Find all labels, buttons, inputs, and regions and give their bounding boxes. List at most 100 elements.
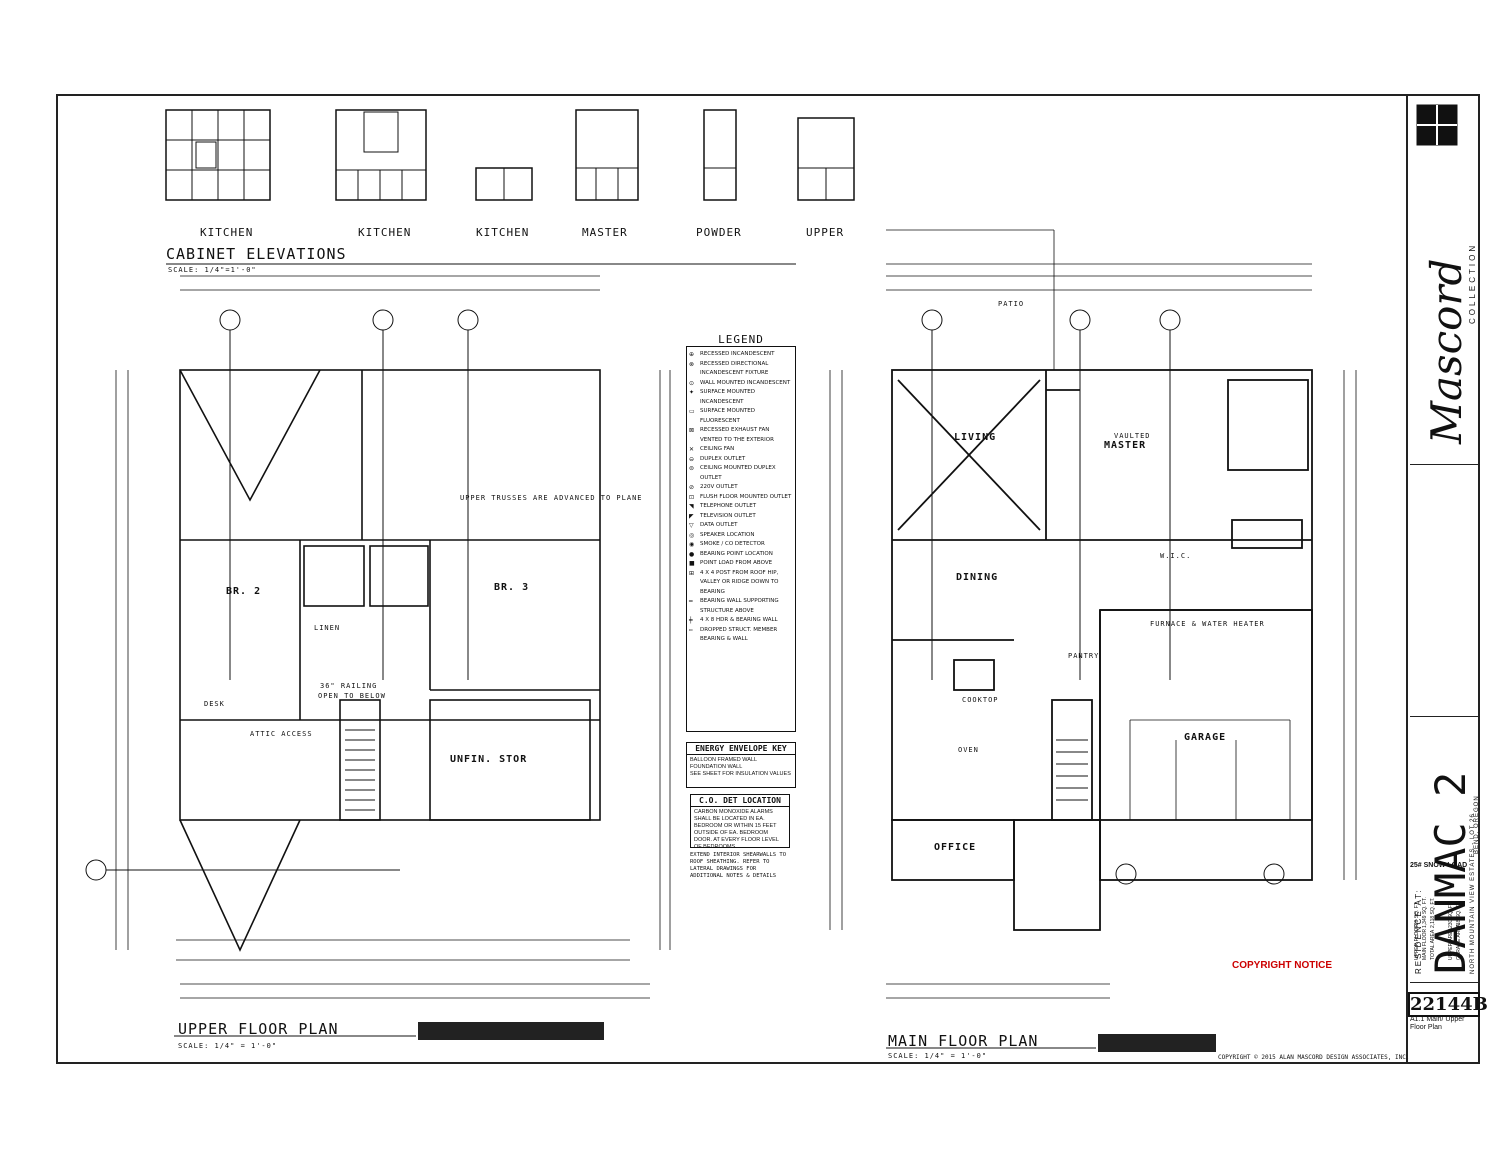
main-note-furnace: FURNACE & WATER HEATER xyxy=(1150,620,1265,628)
legend-title: LEGEND xyxy=(718,333,764,346)
cabinet-label-powder: POWDER xyxy=(696,226,742,239)
cabinet-label-kitchen-2: KITCHEN xyxy=(358,226,412,239)
main-grid-markers xyxy=(921,309,1285,885)
legend-item: ■POINT LOAD FROM ABOVE xyxy=(689,560,773,567)
upper-floor-outline xyxy=(179,369,601,952)
upper-room-br3: BR. 3 xyxy=(494,582,530,593)
area-value-garage: 418 SQ. FT. xyxy=(1456,901,1462,928)
legend-item: ◥TELEPHONE OUTLET xyxy=(689,503,757,510)
telephone-icon: ◥ xyxy=(689,503,694,510)
legend-item: ●BEARING POINT LOCATION xyxy=(689,550,773,558)
sheet-id: A1.1 Main/ Upper Floor Plan xyxy=(1410,1016,1465,1031)
shearwall-note: EXTEND INTERIOR SHEARWALLS TO ROOF SHEAT… xyxy=(690,852,787,879)
area-value-main: 1,349 SQ. FT. xyxy=(1422,897,1428,928)
upper-room-br2: BR. 2 xyxy=(226,586,262,597)
legend-item: ╪4 X 8 HDR & BEARING WALL xyxy=(689,617,778,624)
bearing-wall-icon: ═ xyxy=(689,598,693,605)
cabinet-elevation-5 xyxy=(703,109,737,201)
title-block-area-section xyxy=(1410,902,1480,983)
snow-load: 25# SNOW LOAD xyxy=(1410,862,1468,869)
legend-item: ⊕RECESSED INCANDESCENT xyxy=(689,351,775,358)
legend-item: ▽DATA OUTLET xyxy=(689,522,738,529)
legend-item: ⊠RECESSED EXHAUST FAN VENTED TO THE EXTE… xyxy=(689,427,774,443)
cabinet-elevation-4 xyxy=(575,109,639,201)
upper-note-linen: LINEN xyxy=(314,624,341,632)
directional-light-icon: ⊗ xyxy=(689,360,695,368)
fluorescent-icon: ▭ xyxy=(689,408,695,415)
main-dimension-lines xyxy=(829,229,1357,999)
legend-item: ✦SURFACE MOUNTED INCANDESCENT xyxy=(689,389,756,405)
legend-item: ⊡FLUSH FLOOR MOUNTED OUTLET xyxy=(689,493,792,501)
legend-item: ═BEARING WALL SUPPORTING STRUCTURE ABOVE xyxy=(689,598,779,614)
upper-plan-note-plate xyxy=(418,1022,604,1040)
area-value-upper-area: 230 SQ. FT. xyxy=(1448,901,1454,928)
bearing-point-icon: ● xyxy=(689,550,695,558)
legend-item: ▭SURFACE MOUNTED FLUORESCENT xyxy=(689,408,756,424)
co-title: C.O. DET LOCATION xyxy=(691,795,789,807)
floor-outlet-icon: ⊡ xyxy=(689,493,695,501)
area-value-total: 2,118 SQ. FT. xyxy=(1430,897,1436,928)
main-room-dining: DINING xyxy=(956,572,999,583)
area-value-upper: 769 SQ. FT. xyxy=(1414,901,1420,928)
legend-item: ⊖DUPLEX OUTLET xyxy=(689,455,746,463)
garage-structure xyxy=(1129,719,1291,821)
dropped-member-icon: ┅ xyxy=(689,626,693,634)
cabinet-elevation-2 xyxy=(335,109,427,201)
main-note-vaulted: VAULTED xyxy=(1114,432,1151,440)
main-room-office: OFFICE xyxy=(934,842,977,853)
220v-outlet-icon: ⊘ xyxy=(689,484,695,491)
title-block-logo-section xyxy=(1410,94,1480,465)
main-floor-plan-scale: SCALE: 1/4" = 1'-0" xyxy=(888,1052,988,1060)
duplex-outlet-icon: ⊖ xyxy=(689,455,695,463)
upper-stair xyxy=(345,729,375,811)
upper-note-desk: DESK xyxy=(204,700,225,708)
upper-note-railing: 36" RAILING xyxy=(320,682,378,690)
upper-dimension-lines xyxy=(115,275,671,999)
data-outlet-icon: ▽ xyxy=(689,522,694,529)
energy-envelope-key: ENERGY ENVELOPE KEY BALLOON FRAMED WALL … xyxy=(686,742,796,788)
legend-item: ┅DROPPED STRUCT. MEMBER BEARING & WALL xyxy=(689,626,778,643)
legend-item: ◉SMOKE / CO DETECTOR xyxy=(689,541,765,548)
main-plan-note-plate xyxy=(1098,1034,1216,1052)
main-note-oven: OVEN xyxy=(958,746,979,754)
speaker-icon: ◎ xyxy=(689,531,695,539)
surface-light-icon: ✦ xyxy=(689,389,695,396)
area-label-upper: UPPER FLOOR xyxy=(1414,924,1420,960)
cabinet-elevations-scale: SCALE: 1/4"=1'-0" xyxy=(168,266,257,274)
cabinet-elevations-title: CABINET ELEVATIONS xyxy=(166,245,347,263)
point-load-icon: ■ xyxy=(689,560,695,567)
cabinet-label-kitchen-3: KITCHEN xyxy=(476,226,530,239)
upper-floor-plan-title: UPPER FLOOR PLAN xyxy=(178,1020,339,1038)
copyright-notice: COPYRIGHT NOTICE xyxy=(1232,960,1333,971)
main-room-living: LIVING xyxy=(954,432,997,443)
area-label-main: MAIN FLOOR xyxy=(1422,928,1428,960)
firm-name: Mascord xyxy=(1422,258,1471,444)
footer-copyright: COPYRIGHT © 2015 ALAN MASCORD DESIGN ASS… xyxy=(1218,1054,1410,1061)
upper-room-unfin-stor: UNFIN. STOR xyxy=(450,754,528,765)
main-room-patio: PATIO xyxy=(998,300,1025,308)
upper-note-open-to-below: OPEN TO BELOW xyxy=(318,692,386,700)
drawing-sheet-border xyxy=(56,94,1480,1064)
main-room-master: MASTER xyxy=(1104,440,1147,451)
energy-key-title: ENERGY ENVELOPE KEY xyxy=(687,743,795,755)
main-floor-outline xyxy=(891,369,1313,931)
co-detector-box: C.O. DET LOCATION CARBON MONOXIDE ALARMS… xyxy=(690,794,790,850)
recessed-light-icon: ⊕ xyxy=(689,351,695,358)
cabinet-elevation-6 xyxy=(797,117,855,201)
legend-item: ◤TELEVISION OUTLET xyxy=(689,512,756,520)
legend-panel: LEGEND ⊕RECESSED INCANDESCENT ⊗RECESSED … xyxy=(686,333,796,732)
main-floor-plan-title: MAIN FLOOR PLAN xyxy=(888,1032,1039,1050)
area-label-upper-area: UPPER AREA xyxy=(1448,928,1454,960)
main-room-garage: GARAGE xyxy=(1184,732,1227,743)
ceiling-outlet-icon: ⊜ xyxy=(689,465,695,472)
upper-floor-plan-scale: SCALE: 1/4" = 1'-0" xyxy=(178,1042,278,1050)
legend-item: ✕CEILING FAN xyxy=(689,446,735,453)
wall-light-icon: ⊙ xyxy=(689,379,695,387)
legend-item: ⊞4 X 4 POST FROM ROOF HIP, VALLEY OR RID… xyxy=(689,569,779,595)
area-label-total: TOTAL AREA xyxy=(1430,929,1436,960)
title-block: Mascord COLLECTION RESIDENCE AT: DANMAC … xyxy=(1406,94,1488,1064)
legend-item: ⊗RECESSED DIRECTIONAL INCANDESCENT FIXTU… xyxy=(689,360,769,377)
cabinet-label-kitchen-1: KITCHEN xyxy=(200,226,254,239)
area-label-garage: GARAGE AREA xyxy=(1456,923,1462,960)
